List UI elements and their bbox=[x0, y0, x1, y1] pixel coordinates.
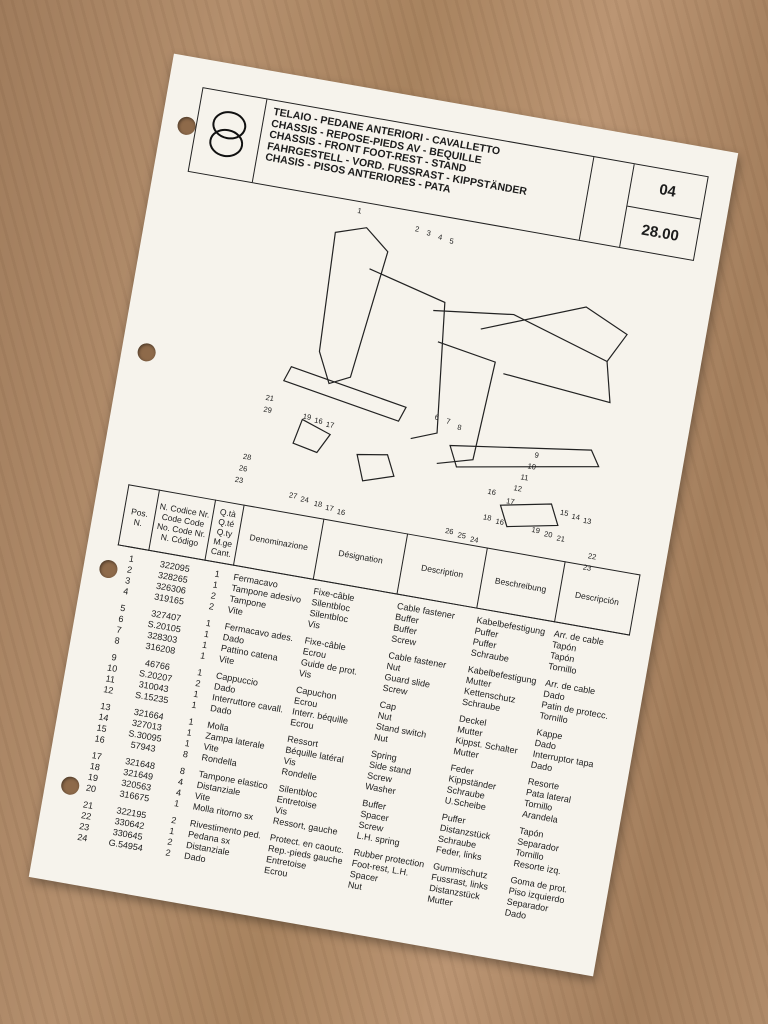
callout-label: 16 bbox=[313, 415, 324, 426]
callout-label: 11 bbox=[519, 472, 530, 483]
callout-label: 19 bbox=[530, 525, 541, 536]
callout-label: 26 bbox=[444, 526, 455, 537]
callout-label: 17 bbox=[505, 496, 516, 507]
callout-label: 13 bbox=[582, 515, 593, 527]
callout-label: 12 bbox=[512, 483, 523, 494]
frame-drawing bbox=[282, 227, 628, 528]
callout-label: 21 bbox=[264, 392, 275, 404]
callout-label: 20 bbox=[543, 529, 554, 540]
callout-label: 26 bbox=[238, 463, 249, 474]
callout-label: 29 bbox=[262, 404, 273, 415]
callout-label: 16 bbox=[494, 516, 505, 527]
callout-label: 17 bbox=[324, 502, 335, 514]
twin-ring-logo-icon bbox=[188, 88, 268, 183]
reference-box: 04 28.00 bbox=[620, 164, 708, 260]
callout-label: 18 bbox=[482, 512, 493, 523]
callout-label: 25 bbox=[456, 530, 467, 541]
callout-label: 17 bbox=[325, 419, 335, 430]
callout-label: 10 bbox=[526, 461, 537, 472]
parts-catalog-page: TELAIO - PEDANE ANTERIORI - CAVALLETTO C… bbox=[28, 53, 739, 977]
callout-label: 24 bbox=[299, 494, 310, 505]
callout-label: 24 bbox=[469, 534, 480, 545]
header-code: N. Codice Nr. Code Code No. Code Nr. N. … bbox=[148, 490, 216, 561]
exploded-frame-diagram: 1 2 3 4 5 21 29 19 16 17 28 26 23 27 24 … bbox=[234, 196, 675, 573]
callout-label: 18 bbox=[313, 498, 323, 510]
callout-label: 21 bbox=[555, 533, 566, 544]
callout-label: 19 bbox=[302, 411, 312, 422]
page-header: TELAIO - PEDANE ANTERIORI - CAVALLETTO C… bbox=[187, 87, 709, 262]
callout-label: 14 bbox=[570, 511, 581, 523]
callout-label: 16 bbox=[486, 486, 497, 498]
punch-hole bbox=[136, 341, 158, 363]
callout-label: 16 bbox=[336, 506, 346, 518]
callout-label: 27 bbox=[288, 490, 299, 501]
callout-label: 15 bbox=[559, 507, 570, 519]
callout-label: 23 bbox=[234, 474, 244, 486]
callout-label: 28 bbox=[242, 451, 253, 463]
callout-label: 22 bbox=[587, 551, 598, 562]
